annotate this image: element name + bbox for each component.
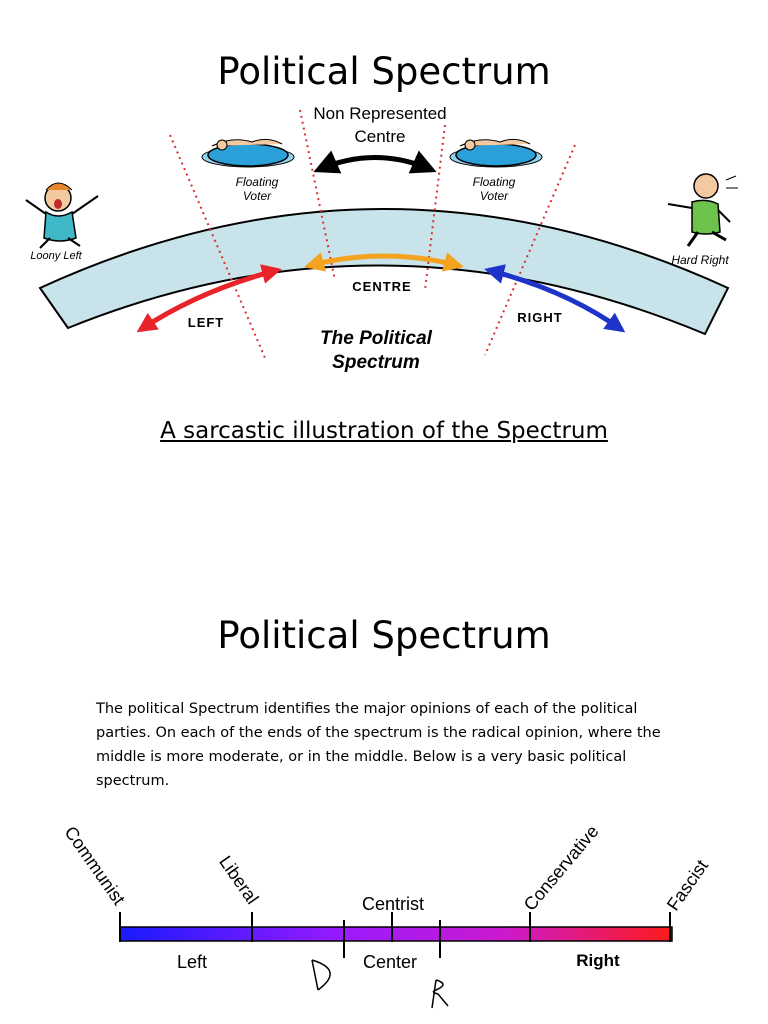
spectrum-band	[38, 208, 730, 336]
band-title-line1: The Political	[320, 328, 433, 349]
non-represented-line1: Non Represented	[313, 104, 446, 123]
floating-voter-right-line1: Floating	[473, 175, 516, 189]
divider-line-4	[484, 144, 576, 356]
non-represented-arrow	[313, 150, 437, 174]
non-represented-line2: Centre	[354, 127, 405, 146]
right-arrow	[484, 264, 626, 333]
label-left: Left	[177, 952, 207, 972]
floating-voter-right-illustration	[449, 138, 543, 168]
loony-left-illustration	[25, 182, 99, 249]
divider-line-1	[169, 134, 266, 359]
handwritten-r-mark	[431, 979, 449, 1009]
band-title-line2: Spectrum	[332, 352, 420, 373]
slide1-caption: A sarcastic illustration of the Spectrum	[160, 418, 608, 444]
label-centrist: Centrist	[362, 894, 424, 914]
label-liberal: Liberal	[215, 852, 262, 908]
political-spectrum-cartoon: Non Represented Centre Floating Voter Fl…	[25, 104, 738, 373]
basic-spectrum-diagram: Communist Liberal Centrist Conservative …	[61, 821, 712, 1009]
hard-right-label: Hard Right	[671, 253, 729, 267]
spectrum-gradient-bar	[119, 926, 673, 942]
label-right: Right	[576, 951, 620, 970]
floating-voter-left-illustration	[201, 138, 295, 168]
divider-line-2	[299, 109, 336, 281]
slide1-title: Political Spectrum	[217, 50, 551, 93]
label-conservative: Conservative	[520, 821, 603, 914]
label-center: Center	[363, 952, 417, 972]
handwritten-d-mark	[311, 959, 331, 991]
slide2-title: Political Spectrum	[217, 614, 551, 657]
slide2-paragraph: The political Spectrum identifies the ma…	[96, 701, 661, 789]
left-arrow	[136, 264, 282, 333]
floating-voter-left-line1: Floating	[236, 175, 279, 189]
floating-voter-right-line2: Voter	[480, 189, 509, 203]
label-fascist: Fascist	[663, 856, 712, 914]
hard-right-illustration	[667, 173, 738, 247]
floating-voter-left-line2: Voter	[243, 189, 272, 203]
left-label: LEFT	[188, 315, 225, 330]
loony-left-label: Loony Left	[30, 250, 82, 262]
centre-label: CENTRE	[352, 279, 411, 294]
right-label: RIGHT	[517, 310, 562, 325]
centre-arrow	[304, 252, 464, 272]
label-communist: Communist	[61, 823, 130, 909]
